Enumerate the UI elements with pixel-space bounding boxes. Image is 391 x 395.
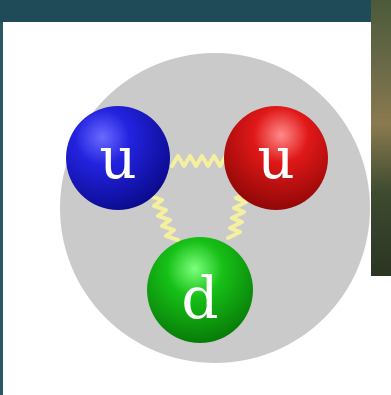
quark-up-blue: u (66, 106, 170, 210)
quark-label: u (257, 124, 294, 192)
quark-up-red: u (224, 106, 328, 210)
quark-down-green: d (147, 237, 253, 343)
quark-label: d (181, 264, 218, 332)
quark-label: u (99, 124, 136, 192)
